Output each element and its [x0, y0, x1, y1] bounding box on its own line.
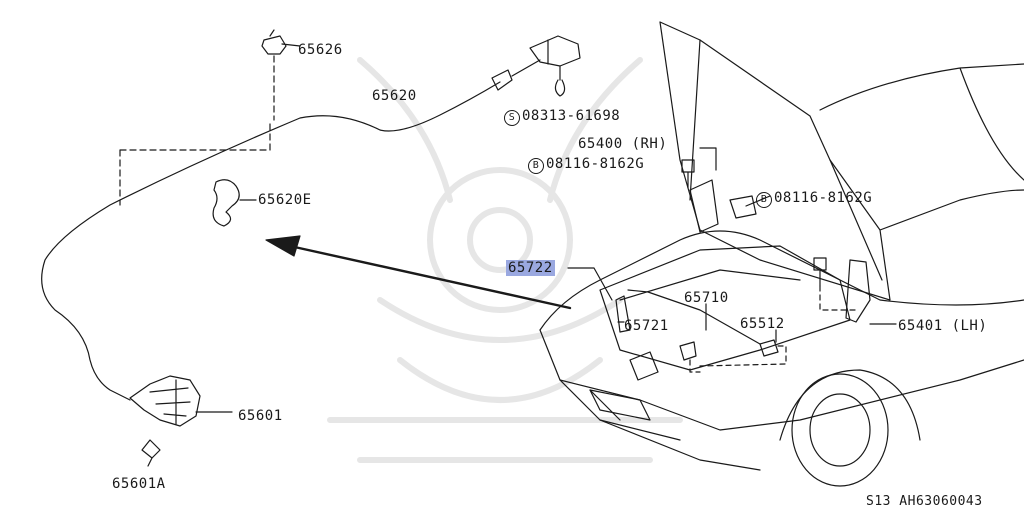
label-65601: 65601 — [238, 408, 283, 424]
diagram-code: S13 AH63060043 — [866, 494, 983, 509]
b-circle-icon: B — [756, 192, 772, 208]
hood-release-cable — [41, 81, 501, 401]
label-08116-b-text: 08116-8162G — [774, 190, 873, 206]
label-65721: 65721 — [624, 318, 669, 334]
direction-arrow — [288, 244, 572, 310]
label-08313-text: 08313-61698 — [522, 108, 621, 124]
car-outline — [539, 21, 1024, 487]
label-65620: 65620 — [372, 88, 417, 104]
label-65722-highlighted[interactable]: 65722 — [506, 260, 555, 276]
label-08116-a-text: 08116-8162G — [546, 156, 645, 172]
label-65601a: 65601A — [112, 476, 166, 492]
label-65401-lh: 65401 (LH) — [898, 318, 988, 334]
b-circle-icon: B — [528, 158, 544, 174]
label-65626: 65626 — [298, 42, 343, 58]
label-65512: 65512 — [740, 316, 785, 332]
s-circle-icon: S — [504, 110, 520, 126]
label-65620e: 65620E — [258, 192, 312, 208]
label-65710: 65710 — [684, 290, 729, 306]
label-65400-rh: 65400 (RH) — [578, 136, 668, 152]
